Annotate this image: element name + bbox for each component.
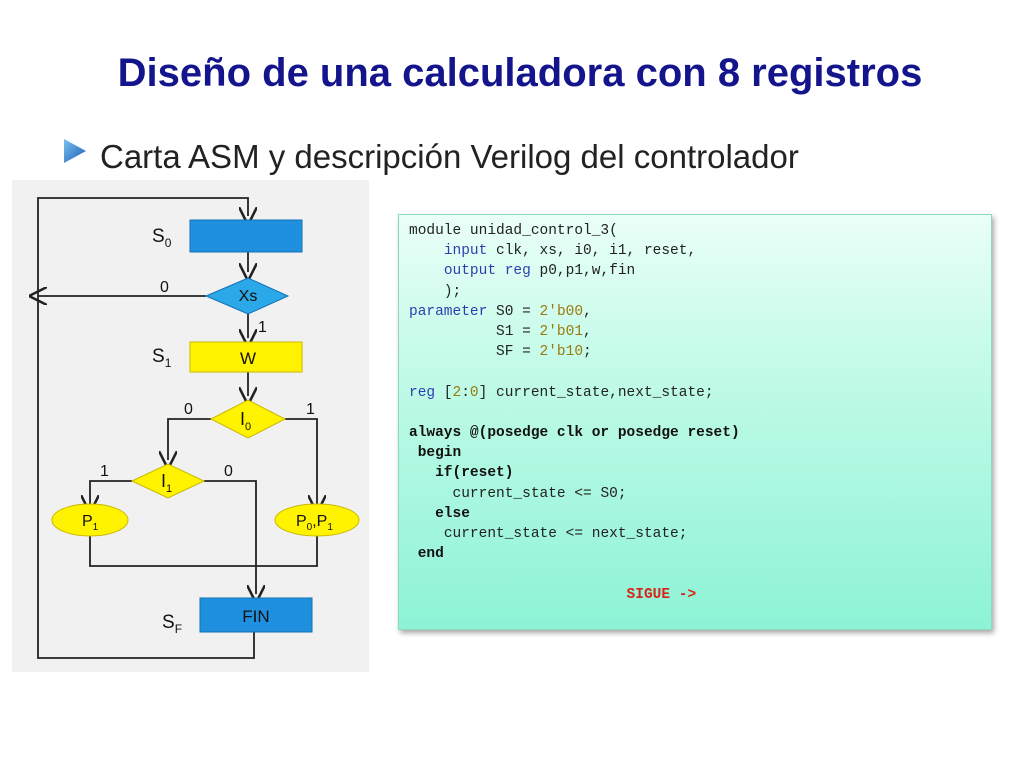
code-line: current_state <= S0; bbox=[452, 485, 627, 502]
asm-chart: S0 Xs 0 1 S1 W I0 0 1 I1 1 0 P1 P0,P1 SF… bbox=[12, 180, 369, 672]
code-line: ] current_state,next_state; bbox=[478, 384, 714, 401]
code-line: SF = bbox=[496, 344, 540, 361]
code-line: always @(posedge clk bbox=[409, 425, 592, 442]
output-p1 bbox=[51, 503, 129, 537]
state-box-s1-w bbox=[189, 341, 303, 373]
verilog-code-box: module unidad_control_3( input clk, xs, … bbox=[398, 214, 992, 630]
verilog-code: module unidad_control_3( input clk, xs, … bbox=[409, 221, 740, 605]
label-i0: I0 bbox=[240, 409, 251, 433]
label-fin: FIN bbox=[242, 607, 269, 626]
code-line: clk, xs, i0, i1, reset, bbox=[487, 243, 697, 260]
state-box-s0 bbox=[189, 219, 303, 253]
code-keyword: input bbox=[443, 243, 488, 260]
code-punct: ; bbox=[583, 344, 592, 361]
page-title: Diseño de una calculadora con 8 registro… bbox=[117, 51, 923, 95]
code-punct: , bbox=[583, 303, 592, 320]
code-keyword: output reg bbox=[443, 263, 531, 280]
label-i0-true: 1 bbox=[306, 401, 315, 418]
p0p1-to-fin-line bbox=[256, 536, 318, 567]
label-s0: S0 bbox=[152, 226, 172, 250]
label-i1: I1 bbox=[161, 471, 172, 495]
code-line: S1 = bbox=[496, 324, 540, 341]
i1-false-line bbox=[204, 480, 256, 594]
code-number: 2'b10 bbox=[539, 344, 584, 361]
i0-true-line bbox=[285, 418, 317, 504]
code-number: 0 bbox=[469, 384, 479, 401]
asm-chart-svg: S0 Xs 0 1 S1 W I0 0 1 I1 1 0 P1 P0,P1 SF… bbox=[12, 197, 360, 659]
label-i1-true: 1 bbox=[100, 463, 109, 480]
label-xs-true: 1 bbox=[258, 319, 267, 336]
output-p0-p1 bbox=[274, 503, 360, 537]
code-keyword: or bbox=[591, 425, 610, 442]
label-p0-p1: P0,P1 bbox=[296, 513, 333, 533]
code-number: 2'b00 bbox=[539, 303, 584, 320]
label-s1: S1 bbox=[152, 346, 172, 370]
code-line: p0,p1,w,fin bbox=[530, 263, 636, 280]
state-box-sf-fin bbox=[199, 597, 313, 633]
p1-to-fin-line bbox=[89, 536, 256, 567]
loop-back-line bbox=[37, 197, 254, 659]
code-punct: : bbox=[461, 384, 470, 401]
code-line: end bbox=[417, 546, 444, 563]
code-line: S0 = bbox=[487, 303, 540, 320]
label-i0-false: 0 bbox=[184, 401, 193, 418]
label-xs: Xs bbox=[239, 288, 258, 305]
code-punct: [ bbox=[435, 384, 453, 401]
code-line: module unidad_control_3( bbox=[409, 223, 618, 239]
i1-true-line bbox=[90, 480, 132, 504]
label-p1: P1 bbox=[82, 513, 99, 533]
code-line: begin bbox=[417, 445, 462, 462]
code-line: ); bbox=[443, 283, 462, 300]
code-keyword: reg bbox=[409, 384, 436, 401]
code-line: if(reset) bbox=[435, 465, 514, 482]
label-i1-false: 0 bbox=[224, 463, 233, 480]
bullet-item: Carta ASM y descripción Verilog del cont… bbox=[62, 134, 1012, 186]
sigue-link[interactable]: SIGUE -> bbox=[626, 586, 697, 603]
code-number: 2 bbox=[452, 384, 462, 401]
code-keyword: parameter bbox=[409, 303, 488, 320]
code-line: posedge reset) bbox=[609, 425, 740, 442]
code-punct: , bbox=[583, 324, 592, 341]
decision-i0 bbox=[209, 399, 287, 439]
decision-xs bbox=[204, 277, 290, 315]
label-xs-false: 0 bbox=[160, 279, 169, 296]
label-sf: SF bbox=[162, 612, 182, 636]
decision-i1 bbox=[130, 463, 206, 499]
code-line: current_state <= next_state; bbox=[443, 526, 688, 543]
code-line: else bbox=[435, 505, 470, 522]
i0-false-line bbox=[168, 418, 211, 460]
bullet-text: Carta ASM y descripción Verilog del cont… bbox=[100, 138, 799, 175]
code-number: 2'b01 bbox=[539, 324, 584, 341]
bullet-arrow-icon bbox=[64, 139, 86, 163]
label-w: W bbox=[240, 349, 256, 368]
